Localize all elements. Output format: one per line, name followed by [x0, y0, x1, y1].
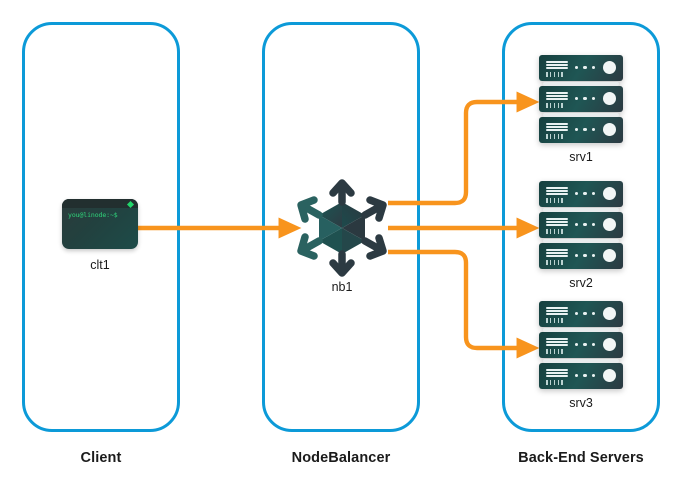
rack-tick-marks-icon	[546, 198, 563, 203]
rack-divider	[543, 208, 619, 212]
terminal-prompt-text: you@linode:~$	[68, 211, 118, 219]
rack-divider	[543, 328, 619, 332]
rack-unit	[539, 212, 623, 238]
rack-vent-lines-icon	[546, 187, 568, 196]
rack-vent-lines-icon	[546, 338, 568, 347]
rack-unit	[539, 86, 623, 112]
rack-knob-icon	[603, 187, 616, 200]
server-rack-icon-srv1[interactable]	[539, 55, 623, 143]
group-label-backend: Back-End Servers	[518, 450, 644, 466]
rack-led-dots-icon	[575, 97, 595, 101]
rack-divider	[543, 113, 619, 117]
rack-unit	[539, 243, 623, 269]
rack-vent-lines-icon	[546, 92, 568, 101]
rack-led-dots-icon	[575, 223, 595, 227]
rack-knob-icon	[603, 249, 616, 262]
terminal-icon[interactable]: you@linode:~$	[62, 199, 138, 249]
node-label-nb1: nb1	[331, 280, 353, 294]
rack-led-dots-icon	[575, 374, 595, 378]
group-label-nodebalancer: NodeBalancer	[291, 450, 391, 466]
server-rack-icon-srv2[interactable]	[539, 181, 623, 269]
rack-knob-icon	[603, 307, 616, 320]
rack-led-dots-icon	[575, 192, 595, 196]
rack-divider	[543, 82, 619, 86]
rack-tick-marks-icon	[546, 103, 563, 108]
rack-knob-icon	[603, 123, 616, 136]
group-label-client: Client	[80, 450, 122, 466]
rack-unit	[539, 363, 623, 389]
rack-knob-icon	[603, 338, 616, 351]
rack-tick-marks-icon	[546, 349, 563, 354]
terminal-titlebar	[62, 199, 138, 208]
rack-tick-marks-icon	[546, 134, 563, 139]
rack-tick-marks-icon	[546, 380, 563, 385]
rack-unit	[539, 181, 623, 207]
rack-led-dots-icon	[575, 254, 595, 258]
rack-tick-marks-icon	[546, 72, 563, 77]
rack-divider	[543, 239, 619, 243]
rack-tick-marks-icon	[546, 229, 563, 234]
rack-knob-icon	[603, 92, 616, 105]
rack-vent-lines-icon	[546, 249, 568, 258]
rack-led-dots-icon	[575, 66, 595, 70]
rack-led-dots-icon	[575, 128, 595, 132]
rack-unit	[539, 301, 623, 327]
rack-vent-lines-icon	[546, 218, 568, 227]
rack-unit	[539, 332, 623, 358]
server-rack-icon-srv3[interactable]	[539, 301, 623, 389]
rack-vent-lines-icon	[546, 307, 568, 316]
nodebalancer-hex-icon[interactable]	[295, 178, 389, 278]
node-label-srv3: srv3	[569, 396, 593, 410]
rack-vent-lines-icon	[546, 369, 568, 378]
rack-divider	[543, 359, 619, 363]
rack-unit	[539, 55, 623, 81]
rack-led-dots-icon	[575, 312, 595, 316]
rack-knob-icon	[603, 218, 616, 231]
rack-vent-lines-icon	[546, 61, 568, 70]
hex-core	[319, 202, 365, 254]
rack-tick-marks-icon	[546, 318, 563, 323]
node-label-clt1: clt1	[90, 258, 110, 272]
rack-tick-marks-icon	[546, 260, 563, 265]
rack-knob-icon	[603, 61, 616, 74]
rack-led-dots-icon	[575, 343, 595, 347]
rack-unit	[539, 117, 623, 143]
node-label-srv1: srv1	[569, 150, 593, 164]
rack-vent-lines-icon	[546, 123, 568, 132]
node-label-srv2: srv2	[569, 276, 593, 290]
rack-knob-icon	[603, 369, 616, 382]
